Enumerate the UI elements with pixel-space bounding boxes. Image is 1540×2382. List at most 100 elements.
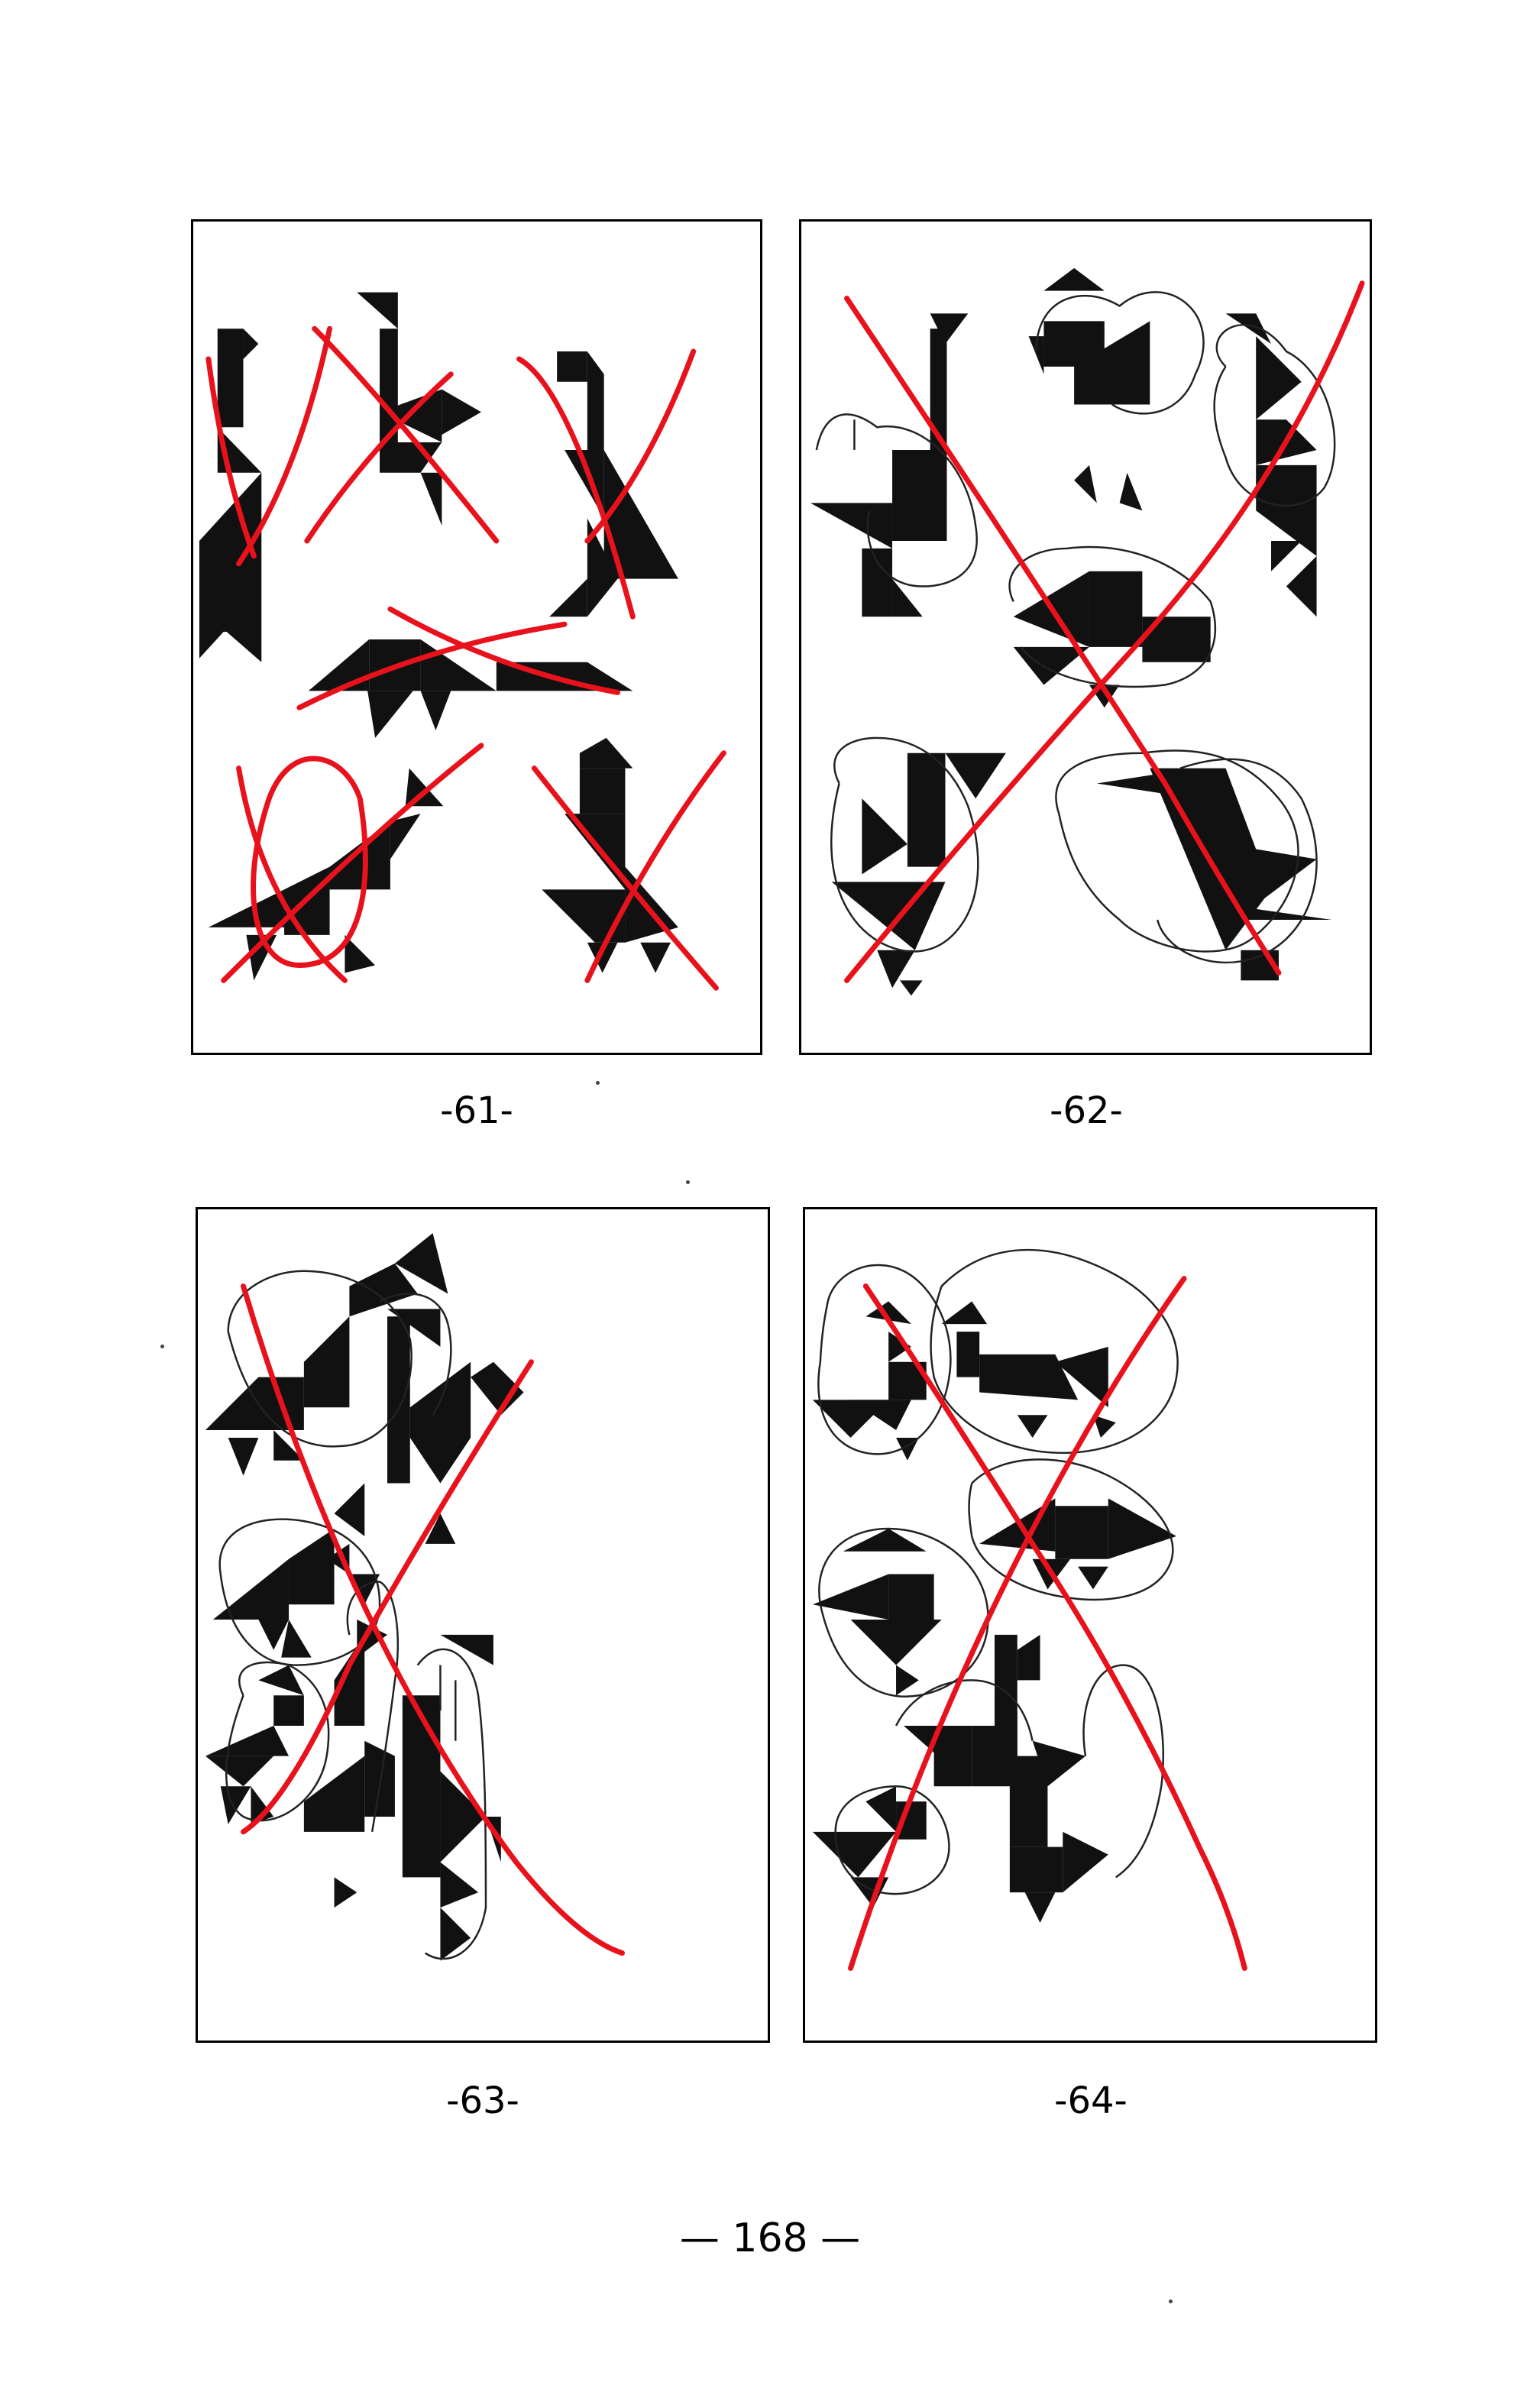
- tangram-piece: [349, 1263, 418, 1317]
- figure-63-panel: [196, 1207, 770, 2043]
- tangram-piece: [892, 449, 947, 542]
- tangram-piece: [1256, 336, 1302, 420]
- tangram-piece: [303, 1316, 350, 1408]
- tangram-piece: [199, 472, 262, 542]
- tangram-piece: [843, 1529, 927, 1552]
- tangram-piece: [387, 1309, 441, 1347]
- sketch-line: [834, 1785, 950, 1895]
- tangram-piece: [542, 889, 626, 943]
- tangram-piece: [1286, 555, 1317, 617]
- tangram-piece: [995, 1634, 1017, 1726]
- figure-64-tangram-shapes: [812, 1301, 1177, 1923]
- sketch-line: [968, 1458, 1174, 1601]
- cross-out-stroke: [584, 348, 697, 544]
- tangram-piece: [1009, 1846, 1063, 1893]
- tangram-piece: [1028, 336, 1044, 374]
- figure-61-panel: [191, 219, 762, 1055]
- tangram-piece: [425, 1513, 456, 1544]
- tangram-piece: [1009, 1756, 1048, 1847]
- tangram-piece: [308, 639, 370, 691]
- tangram-piece: [205, 1725, 290, 1756]
- tangram-piece: [579, 768, 626, 814]
- tangram-piece: [1013, 646, 1089, 685]
- sketch-line: [830, 736, 979, 953]
- tangram-piece: [862, 798, 907, 875]
- tangram-piece: [485, 1816, 501, 1863]
- tangram-piece: [1225, 313, 1272, 345]
- tangram-piece: [1043, 321, 1105, 367]
- tangram-piece: [565, 449, 604, 519]
- tangram-piece: [387, 1316, 410, 1484]
- tangram-piece: [258, 1620, 290, 1650]
- figure-64-cross-out-marks: [848, 1276, 1247, 1971]
- tangram-piece: [217, 328, 244, 428]
- sketch-line: [1035, 291, 1205, 415]
- figure-64-panel: [803, 1207, 1377, 2043]
- tangram-piece: [1055, 1346, 1108, 1408]
- figure-62-tangram-art: [810, 267, 1365, 996]
- cross-out-stroke: [236, 325, 333, 567]
- tangram-piece: [865, 1786, 897, 1832]
- tangram-piece: [1063, 1831, 1108, 1893]
- tangram-piece: [640, 942, 671, 973]
- tangram-piece: [394, 1233, 448, 1294]
- tangram-piece: [979, 1498, 1056, 1552]
- figure-61-tangram-art: [199, 292, 726, 991]
- sketch-line: [930, 1248, 1179, 1455]
- tangram-piece: [865, 1301, 911, 1325]
- tangram-piece: [440, 1862, 479, 1908]
- tangram-piece: [243, 328, 259, 359]
- figure-62-caption: -62-: [1050, 1089, 1123, 1132]
- scan-speck: [596, 1081, 600, 1085]
- tangram-piece: [930, 313, 969, 345]
- figure-64-tangram-art: [812, 1248, 1247, 1971]
- sketch-line: [225, 1661, 330, 1822]
- cross-out-stroke: [844, 296, 1282, 976]
- tangram-piece: [345, 934, 376, 973]
- tangram-piece: [357, 292, 398, 329]
- tangram-piece: [1225, 843, 1317, 905]
- tangram-piece: [281, 1620, 312, 1658]
- tangram-piece: [440, 1908, 471, 1961]
- tangram-piece: [903, 1725, 972, 1787]
- tangram-piece: [1108, 1498, 1177, 1559]
- tangram-piece: [941, 1301, 988, 1325]
- tangram-piece: [442, 389, 481, 435]
- sketch-line: [895, 1679, 1034, 1742]
- tangram-piece: [390, 814, 421, 859]
- cross-out-stroke: [312, 325, 500, 544]
- cross-out-stroke: [241, 1359, 534, 1835]
- sketch-line: [817, 1264, 952, 1455]
- tangram-piece: [405, 768, 444, 807]
- sketch-line: [1055, 749, 1299, 953]
- tangram-piece: [579, 737, 633, 769]
- tangram-piece: [199, 541, 262, 633]
- figure-63-tangram-shapes: [205, 1233, 524, 1961]
- sketch-line: [1213, 324, 1336, 506]
- tangram-piece: [251, 1786, 274, 1824]
- cross-out-stroke: [241, 1283, 626, 1956]
- figure-64-pencil-sketches: [817, 1248, 1179, 1895]
- tangram-piece: [273, 1695, 304, 1726]
- cross-out-stroke: [205, 356, 257, 559]
- tangram-piece: [334, 1634, 365, 1726]
- tangram-piece: [289, 1529, 335, 1605]
- tangram-piece: [471, 1361, 524, 1416]
- figure-63-cross-out-marks: [241, 1283, 626, 1956]
- tangram-piece: [1074, 321, 1150, 405]
- tangram-piece: [888, 1332, 911, 1362]
- tangram-piece: [956, 1332, 980, 1377]
- figure-61-caption: -61-: [440, 1089, 513, 1132]
- tangram-piece: [402, 1695, 441, 1878]
- tangram-piece: [1032, 1740, 1086, 1787]
- sketch-line: [818, 1527, 989, 1697]
- tangram-piece: [812, 1574, 889, 1620]
- tangram-piece: [380, 328, 398, 443]
- sketch-line: [416, 1648, 487, 1960]
- scan-speck: [160, 1345, 164, 1348]
- tangram-piece: [557, 351, 587, 382]
- cross-out-stroke: [516, 356, 636, 620]
- cross-out-stroke: [844, 280, 1365, 983]
- tangram-piece: [334, 1877, 358, 1908]
- tangram-piece: [587, 518, 618, 617]
